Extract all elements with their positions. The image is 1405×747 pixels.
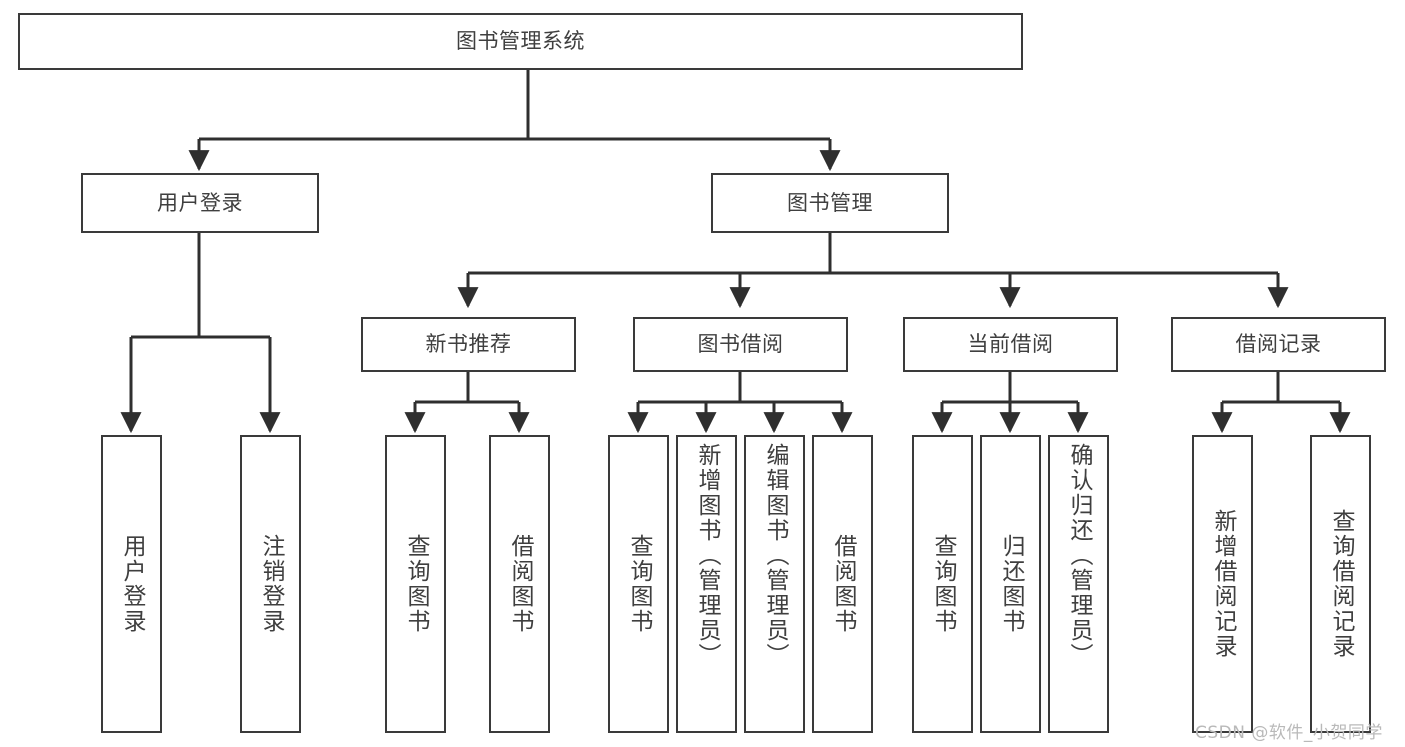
node-book-borrow-label: 图书借阅: [697, 332, 784, 357]
leaf-label: 借阅图书: [507, 534, 533, 634]
leaf-current-query-book[interactable]: 查询图书: [912, 435, 973, 733]
leaf-borrow-edit-book[interactable]: 编辑图书（管理员）: [744, 435, 805, 733]
node-book-management-label: 图书管理: [787, 190, 873, 215]
csdn-watermark: CSDN @软件_小贺同学: [1195, 723, 1383, 743]
node-user-login-label: 用户登录: [157, 190, 243, 215]
leaf-label: 查询借阅记录: [1328, 509, 1354, 659]
node-new-book-recommend[interactable]: 新书推荐: [361, 317, 576, 372]
node-new-book-recommend-label: 新书推荐: [425, 332, 512, 357]
leaf-label: 用户登录: [119, 534, 145, 634]
leaf-new-book-borrow[interactable]: 借阅图书: [489, 435, 550, 733]
leaf-borrow-add-book[interactable]: 新增图书（管理员）: [676, 435, 737, 733]
leaf-label: 编辑图书（管理员）: [762, 443, 788, 668]
leaf-current-return-book[interactable]: 归还图书: [980, 435, 1041, 733]
leaf-record-query[interactable]: 查询借阅记录: [1310, 435, 1371, 733]
node-current-borrow[interactable]: 当前借阅: [903, 317, 1118, 372]
leaf-user-login-signin[interactable]: 用户登录: [101, 435, 162, 733]
leaf-borrow-borrow-book[interactable]: 借阅图书: [812, 435, 873, 733]
leaf-label: 归还图书: [998, 534, 1024, 634]
leaf-current-confirm-return[interactable]: 确认归还（管理员）: [1048, 435, 1109, 733]
node-book-management[interactable]: 图书管理: [711, 173, 949, 233]
leaf-label: 注销登录: [258, 534, 284, 634]
leaf-new-book-query[interactable]: 查询图书: [385, 435, 446, 733]
leaf-label: 新增借阅记录: [1210, 509, 1236, 659]
node-root-label: 图书管理系统: [456, 29, 585, 54]
leaf-borrow-query-book[interactable]: 查询图书: [608, 435, 669, 733]
node-borrow-record[interactable]: 借阅记录: [1171, 317, 1386, 372]
leaf-label: 借阅图书: [830, 534, 856, 634]
leaf-user-login-signout[interactable]: 注销登录: [240, 435, 301, 733]
leaf-label: 查询图书: [626, 534, 652, 634]
leaf-record-add[interactable]: 新增借阅记录: [1192, 435, 1253, 733]
node-borrow-record-label: 借阅记录: [1235, 332, 1322, 357]
node-current-borrow-label: 当前借阅: [967, 332, 1054, 357]
node-book-borrow[interactable]: 图书借阅: [633, 317, 848, 372]
leaf-label: 确认归还（管理员）: [1066, 443, 1092, 668]
leaf-label: 查询图书: [403, 534, 429, 634]
node-root[interactable]: 图书管理系统: [18, 13, 1023, 70]
leaf-label: 查询图书: [930, 534, 956, 634]
node-user-login[interactable]: 用户登录: [81, 173, 319, 233]
leaf-label: 新增图书（管理员）: [694, 443, 720, 668]
